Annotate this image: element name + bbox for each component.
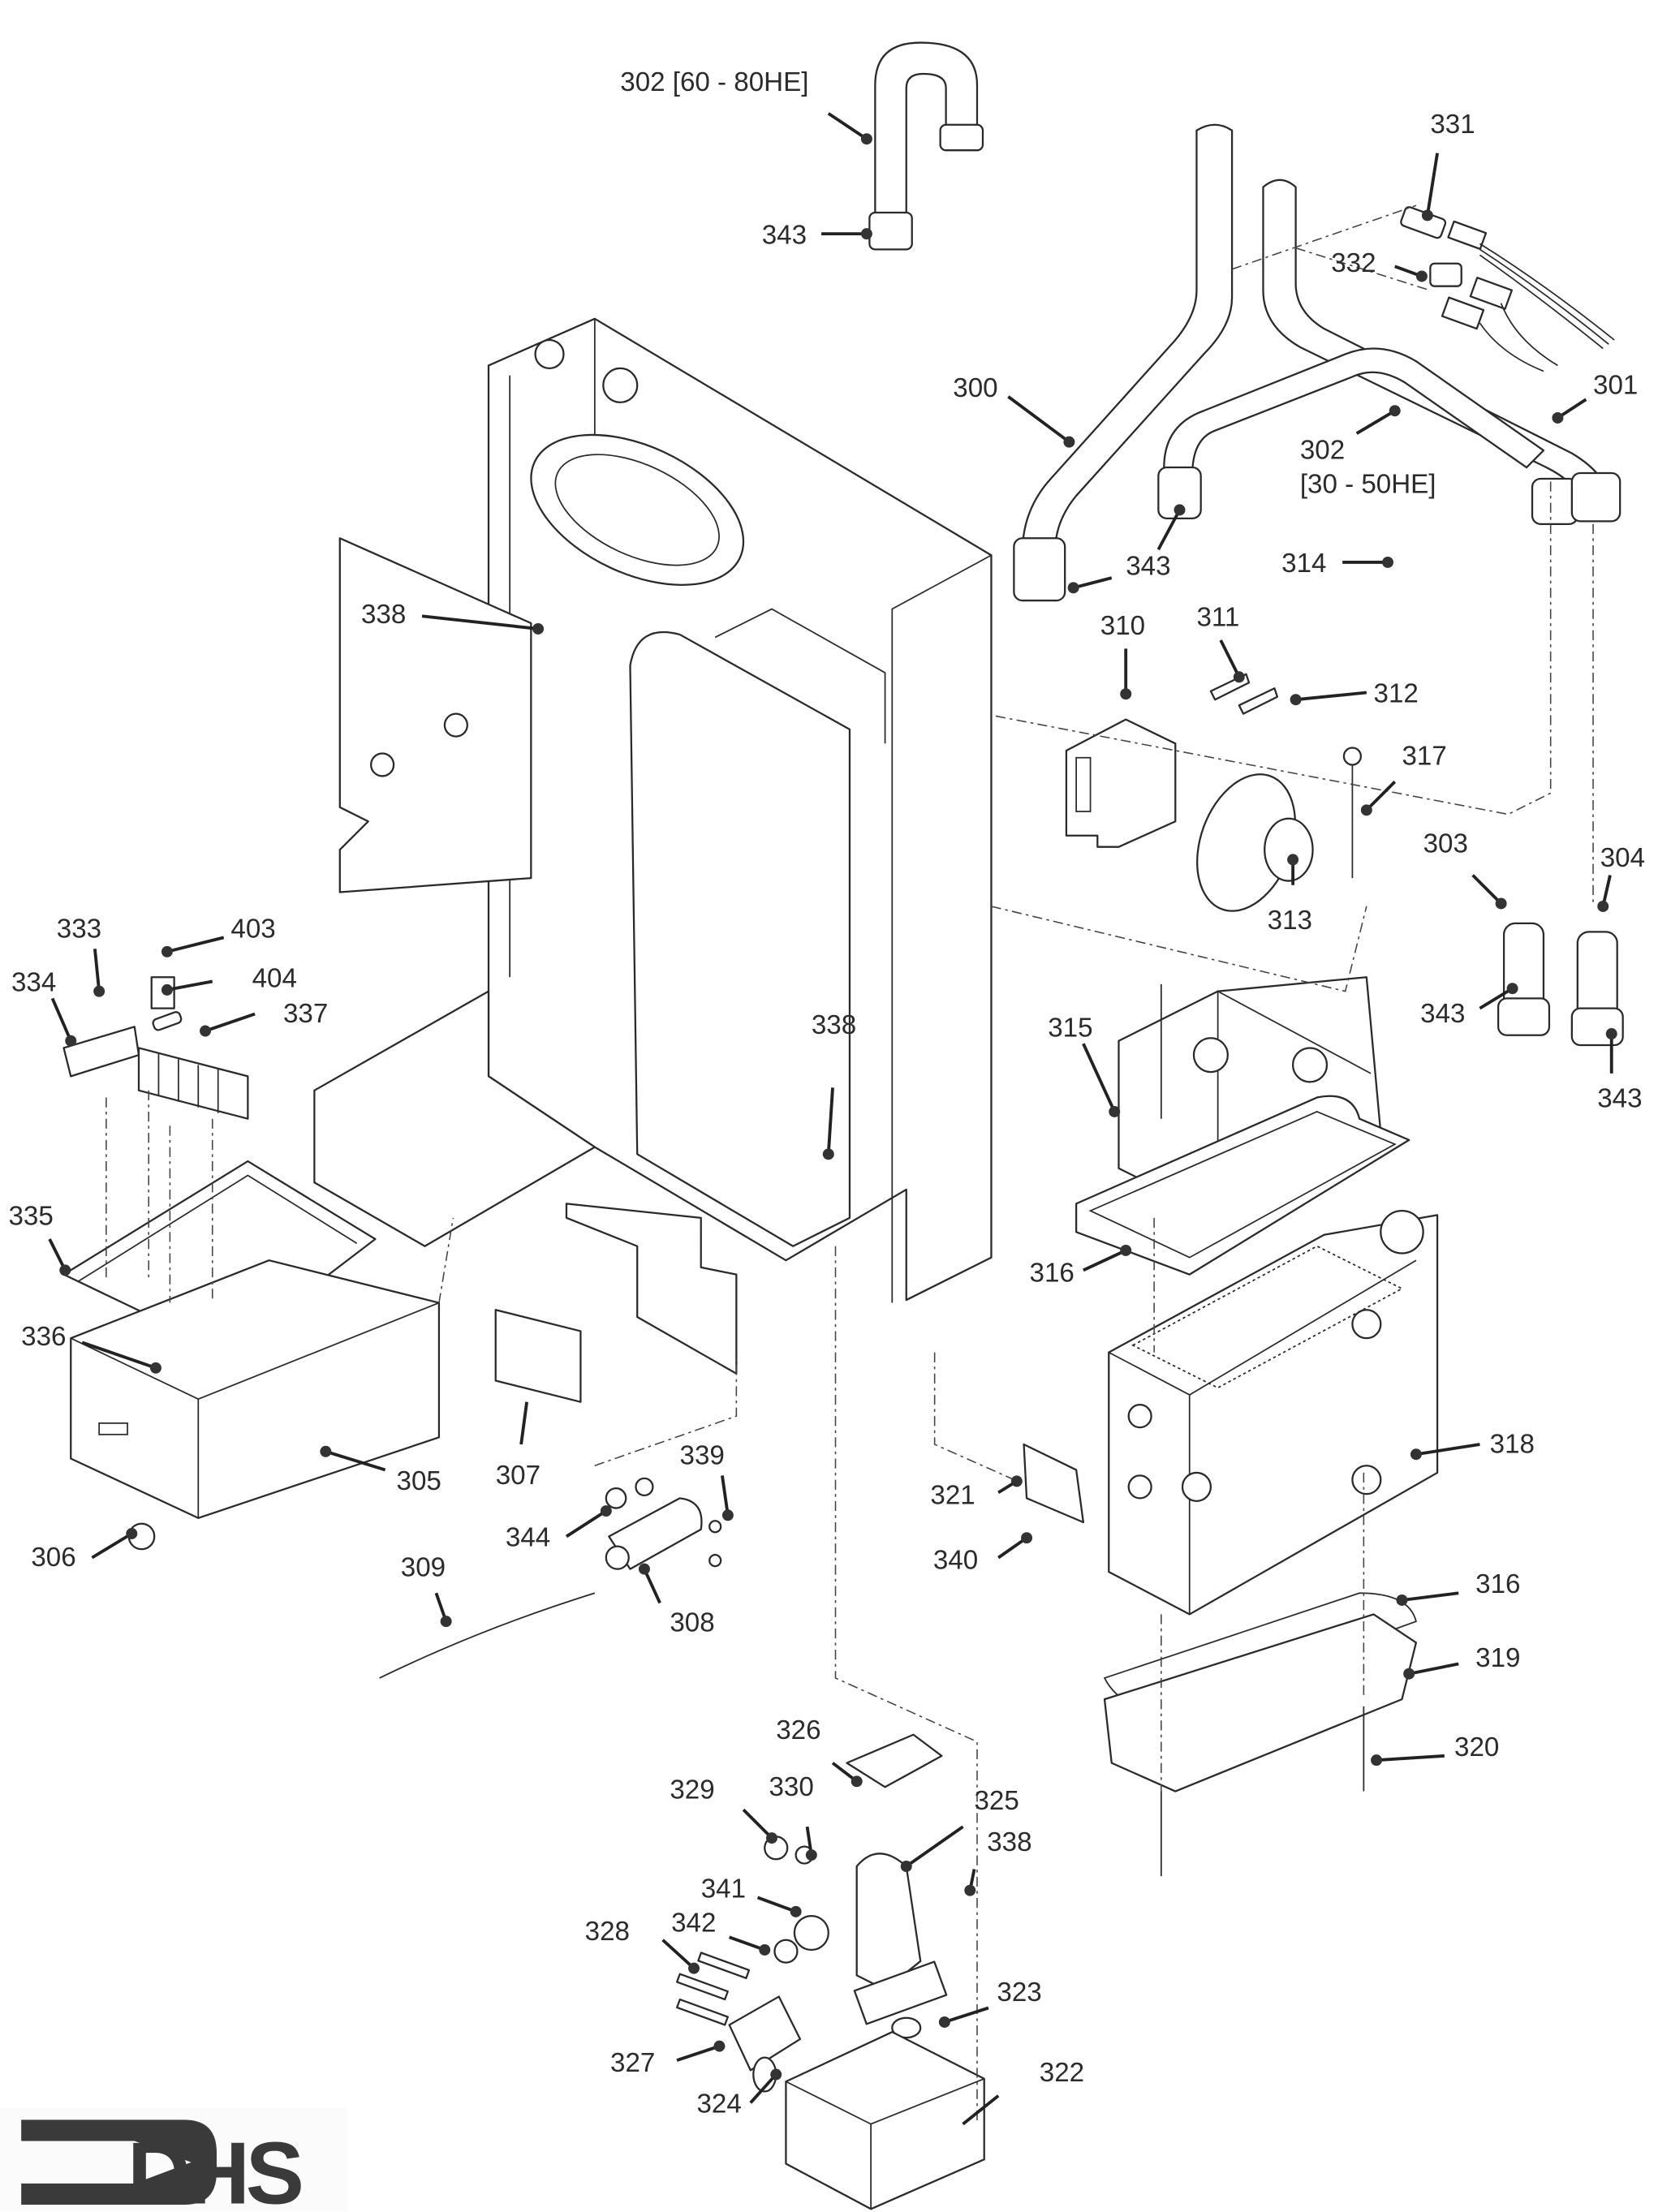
part-339-screws	[708, 1520, 722, 1568]
label-343: 343	[1420, 999, 1465, 1029]
part-316-gasket-upper	[1075, 1095, 1410, 1276]
part-305-control-box	[70, 1259, 441, 1519]
part-310-bracket	[1065, 718, 1177, 848]
label-315: 315	[1048, 1013, 1092, 1043]
dhs-logo: DHS	[0, 2107, 347, 2212]
label-314: 314	[1281, 549, 1326, 579]
part-311-312-tubes	[1209, 673, 1279, 715]
label-302-30-50he-variant: [30 - 50HE]	[1300, 469, 1436, 499]
label-339: 339	[680, 1440, 725, 1470]
part-333-334-switch	[62, 1026, 140, 1078]
label-319: 319	[1475, 1643, 1520, 1673]
label-340: 340	[933, 1546, 978, 1576]
part-331-332-sensors	[1400, 206, 1615, 372]
label-310: 310	[1100, 611, 1145, 641]
label-311: 311	[1196, 602, 1239, 632]
label-317: 317	[1402, 741, 1446, 771]
part-chassis-frame	[313, 317, 993, 1375]
part-320-screw	[1160, 1706, 1365, 1877]
label-320: 320	[1454, 1732, 1499, 1762]
part-318-heat-exchanger	[1108, 1209, 1439, 1616]
label-301: 301	[1593, 370, 1638, 400]
part-317-screw	[1342, 747, 1362, 879]
logo-text: DHS	[127, 2124, 301, 2212]
label-316: 316	[1475, 1569, 1520, 1599]
label-328: 328	[585, 1917, 630, 1947]
label-306: 306	[31, 1543, 75, 1573]
label-305: 305	[397, 1466, 441, 1496]
label-321: 321	[930, 1480, 975, 1510]
label-318: 318	[1490, 1430, 1535, 1460]
label-303: 303	[1423, 829, 1468, 859]
label-332: 332	[1331, 248, 1376, 278]
part-303-sleeve	[1497, 922, 1551, 1036]
label-333: 333	[57, 914, 101, 944]
label-304: 304	[1600, 843, 1645, 873]
part-328-327-bolts-outlet	[676, 1952, 802, 2072]
part-322-gas-valve	[785, 2031, 985, 2210]
label-344: 344	[506, 1523, 550, 1553]
label-331: 331	[1430, 110, 1475, 140]
part-301-flue-pipe	[1262, 179, 1621, 525]
part-308-ignitor	[605, 1497, 703, 1570]
label-302-30-50he: 302	[1300, 436, 1345, 466]
label-337: 337	[283, 999, 328, 1029]
label-403: 403	[230, 914, 275, 944]
part-302-flue-bend-60-80he	[868, 41, 984, 251]
callout-leaders	[48, 112, 1617, 2126]
part-404-fuse	[152, 1011, 183, 1031]
label-300: 300	[953, 373, 997, 403]
label-338: 338	[987, 1827, 1031, 1857]
part-321-bracket	[1023, 1443, 1084, 1524]
part-325-manifold	[853, 1853, 948, 2025]
label-335: 335	[8, 1202, 53, 1232]
label-324: 324	[696, 2089, 741, 2119]
part-300-flue-pipe	[1013, 123, 1234, 602]
part-341-342-fittings	[773, 1914, 829, 1964]
label-343: 343	[1126, 552, 1170, 582]
label-338: 338	[812, 1010, 856, 1040]
label-309: 309	[401, 1552, 446, 1582]
label-316: 316	[1030, 1258, 1075, 1288]
label-329: 329	[670, 1775, 714, 1805]
label-404: 404	[252, 963, 297, 993]
label-312: 312	[1374, 679, 1419, 709]
label-308: 308	[670, 1607, 714, 1637]
label-342: 342	[671, 1908, 716, 1938]
label-343: 343	[762, 220, 807, 250]
label-326: 326	[776, 1715, 820, 1745]
label-302-60-80he: 302 [60 - 80HE]	[620, 67, 808, 97]
callout-labels: 302 [60 - 80HE] 343 331 332 300 301 302 …	[8, 67, 1645, 2119]
label-322: 322	[1040, 2058, 1084, 2088]
part-302-u-bend-30-50he	[1157, 347, 1545, 519]
label-343: 343	[1597, 1084, 1642, 1114]
label-325: 325	[975, 1786, 1019, 1816]
label-334: 334	[11, 968, 56, 998]
label-323: 323	[997, 1977, 1041, 2008]
label-330: 330	[769, 1772, 813, 1802]
part-326-gasket	[846, 1733, 943, 1788]
part-313-pressure-switch	[1196, 773, 1314, 912]
part-319-sump	[1103, 1613, 1418, 1792]
label-341: 341	[701, 1874, 746, 1904]
label-336: 336	[21, 1322, 66, 1352]
part-309-ignition-lead	[379, 1592, 596, 1679]
label-313: 313	[1268, 906, 1312, 936]
label-327: 327	[610, 2048, 655, 2078]
label-307: 307	[496, 1461, 540, 1491]
part-337-terminal-block	[137, 1047, 249, 1120]
assembly-lines	[106, 204, 1594, 2124]
part-344-nut	[605, 1477, 654, 1509]
label-338: 338	[361, 600, 406, 630]
part-304-sleeve	[1570, 931, 1624, 1047]
part-307-panel	[494, 1309, 582, 1403]
